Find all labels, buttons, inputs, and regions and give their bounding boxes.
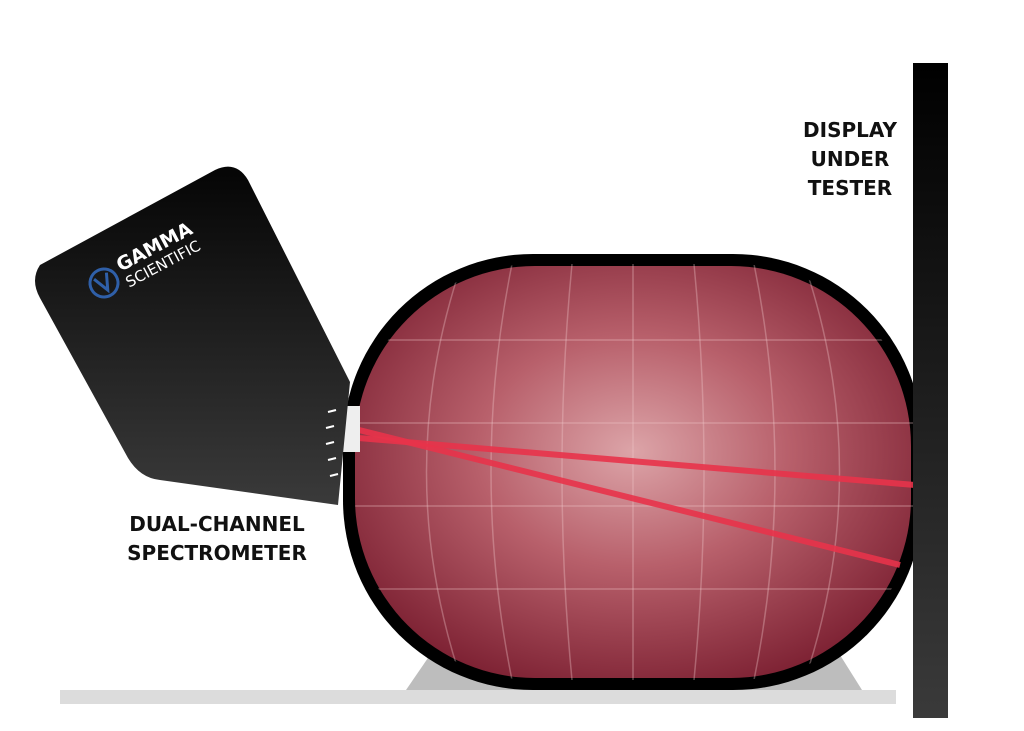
gamma-logo-icon xyxy=(88,267,120,299)
light-beams xyxy=(334,421,916,568)
spectrometer: GAMMA SCIENTIFIC xyxy=(35,166,350,505)
display-label-line-1: DISPLAY xyxy=(803,118,897,142)
spectrometer-label-line-1: DUAL-CHANNEL xyxy=(129,512,305,536)
integrating-sphere xyxy=(334,254,923,690)
spectrometer-label-line-2: SPECTROMETER xyxy=(127,541,307,565)
spectrometer-connector-ticks xyxy=(325,409,339,477)
beam-lower xyxy=(334,421,901,568)
display-label-line-3: TESTER xyxy=(807,176,893,200)
display-label: DISPLAY UNDER TESTER xyxy=(790,116,910,203)
beam-upper xyxy=(334,433,916,488)
display-panel xyxy=(913,63,948,718)
spectrometer-label: DUAL-CHANNEL SPECTROMETER xyxy=(112,510,322,568)
display-label-line-2: UNDER xyxy=(810,147,890,171)
floor xyxy=(60,690,896,704)
